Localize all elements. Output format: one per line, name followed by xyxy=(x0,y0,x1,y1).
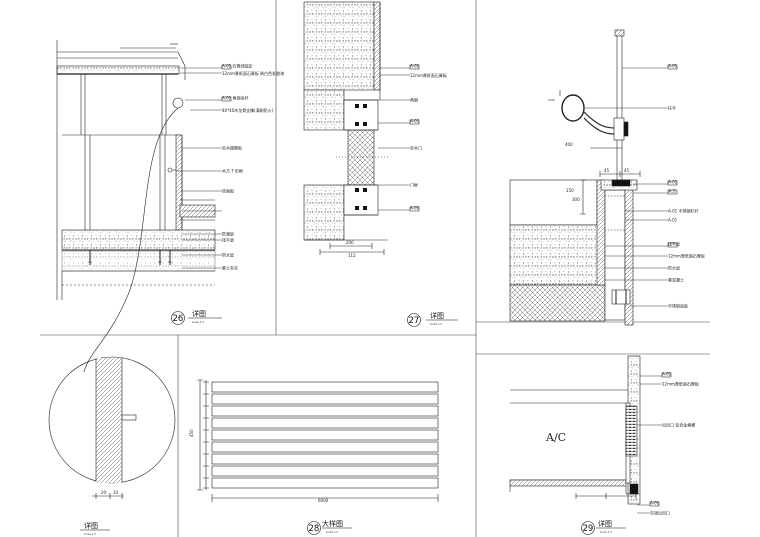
ac-unit-label: A/C xyxy=(545,431,566,444)
panel-29-top-notes: A-01 扶手 A-01 木方 A-01 不锈钢栏杆 A-01 找平层 12mm… xyxy=(565,64,705,309)
note-29t-1: 扶手 xyxy=(668,105,676,111)
note-29t-0: A-01 xyxy=(668,64,678,69)
detail-number-circle-28 xyxy=(307,521,321,535)
detail-scale-28: Scale 1:5 xyxy=(326,530,338,534)
detail-scale-26: Scale 1:5 xyxy=(192,320,204,324)
dim-detail-0: 20 xyxy=(101,490,107,495)
panel-29-top-section xyxy=(509,29,641,326)
note-27-2: 角钢 xyxy=(410,97,418,103)
detail-scale-circle: Scale 1:5 xyxy=(84,532,96,536)
panel-27-leaders xyxy=(378,67,410,211)
note-29t-11: 不锈钢底板 xyxy=(668,303,688,309)
note-26-4: 实木踢脚板 xyxy=(222,145,242,151)
note-26-0: A-01 石膏线固定 xyxy=(222,63,252,69)
note-29t-6: 找平层 xyxy=(668,241,680,247)
note-29t-2: A-01 xyxy=(668,180,678,185)
note-27-1: 12mm厚纸面石膏板 xyxy=(410,72,447,78)
note-27-5: 门框 xyxy=(410,182,418,188)
detail-scale-29: Scale 1:5 xyxy=(600,530,612,534)
panel-26-leaders xyxy=(176,67,222,269)
panel-29-top-leaders xyxy=(585,67,668,307)
note-27-3: A-01 xyxy=(410,119,420,124)
note-27-0: A-01 xyxy=(410,64,420,69)
detail-title-27: 详图 xyxy=(430,311,444,320)
note-29-4: 空调出风口 xyxy=(650,510,670,516)
dim-28-0: 6000 xyxy=(318,498,329,503)
panel-28-section xyxy=(197,379,439,502)
panel-29-section xyxy=(509,355,641,505)
dim-detail-1: 10 xyxy=(113,490,119,495)
detail-number-27: 27 xyxy=(409,316,420,326)
detail-number-circle-27 xyxy=(407,313,421,327)
note-26-6: 木方 T 形框 xyxy=(222,168,243,174)
panel-29-leaders xyxy=(637,375,662,514)
panel-28-labels: 6000 450 28 大样图 Scale 1:5 xyxy=(189,429,352,535)
detail-number-circle-29 xyxy=(581,521,595,535)
detail-number-circle-26 xyxy=(171,311,185,325)
note-26-9: 找平层 xyxy=(222,237,234,243)
detail-title-circle: 详图 xyxy=(84,521,98,530)
note-26-3: 40*40木龙骨支撑(满刷防火) xyxy=(222,107,274,113)
panel-27-notes: A-01 12mm厚纸面石膏板 角钢 A-01 实木门 门框 A-01 200 … xyxy=(346,64,447,259)
dim-28-1: 450 xyxy=(189,429,194,437)
panel-29-labels: A/C A-01 12mm厚纸面石膏板 出风口 铝合金格栅 A-01 空调出风口… xyxy=(545,372,699,535)
detail-circle-labels: 20 10 详图 Scale 1:5 xyxy=(80,490,119,536)
note-26-1: 12mm厚纸面石膏板 刷白色乳胶漆 xyxy=(222,70,284,76)
note-27-4: 实木门 xyxy=(410,145,422,151)
dim-29t-0: 400 xyxy=(565,142,573,147)
note-26-8: 防潮层 xyxy=(222,231,234,237)
detail-number-28: 28 xyxy=(309,524,320,534)
panel-27-title-block: 27 详图 Scale 1:5 xyxy=(407,311,458,327)
detail-title-29: 详图 xyxy=(598,519,612,528)
detail-title-28: 大样图 xyxy=(322,519,343,528)
note-26-2: A-01 角钢吊杆 xyxy=(222,95,248,101)
panel-29-top-tags xyxy=(667,64,678,248)
detail-circle-section xyxy=(48,356,176,499)
note-26-11: 素土夯实 xyxy=(222,265,238,271)
note-29-3: A-01 xyxy=(650,501,660,506)
detail-scale-27: Scale 1:5 xyxy=(430,322,442,326)
dim-27-1: 112 xyxy=(348,253,356,258)
note-29-1: 12mm厚纸面石膏板 xyxy=(662,381,699,387)
panel-29-tags xyxy=(649,372,672,507)
detail-title-26: 详图 xyxy=(192,309,206,318)
panel-27-tags xyxy=(409,64,420,212)
note-29-2: 出风口 铝合金格栅 xyxy=(662,422,695,428)
panel-26-title-block: 26 详图 Scale 1:5 xyxy=(171,309,222,325)
detail-number-29: 29 xyxy=(583,524,594,534)
dim-27-0: 200 xyxy=(346,240,354,245)
panel-26-notes: A-01 石膏线固定 12mm厚纸面石膏板 刷白色乳胶漆 A-01 角钢吊杆 4… xyxy=(222,63,284,271)
note-29t-5: A-01 xyxy=(668,218,678,223)
note-26-10: 防水层 xyxy=(222,252,234,258)
panel-frame xyxy=(40,0,710,537)
note-29t-9: 300 xyxy=(572,197,580,202)
note-29-0: A-01 xyxy=(662,372,672,377)
note-29t-10: 素混凝土 xyxy=(668,277,684,283)
panel-26-tags xyxy=(221,64,232,102)
note-29t-8: 防水层 xyxy=(668,265,680,271)
note-27-6: A-01 xyxy=(410,206,420,211)
note-26-7: 饰面板 xyxy=(222,188,234,194)
dim-29t-3: 150 xyxy=(566,188,574,193)
note-29t-3: 木方 xyxy=(668,188,676,194)
dim-29t-1: 45 xyxy=(604,168,610,173)
dim-29t-2: 45 xyxy=(624,168,630,173)
panel-26-section xyxy=(56,40,216,373)
note-29t-4: A-01 不锈钢栏杆 xyxy=(668,208,698,214)
note-29t-7: 12mm厚纸面石膏板 xyxy=(668,253,705,259)
panel-27-section xyxy=(303,1,388,255)
detail-number-26: 26 xyxy=(173,314,184,324)
